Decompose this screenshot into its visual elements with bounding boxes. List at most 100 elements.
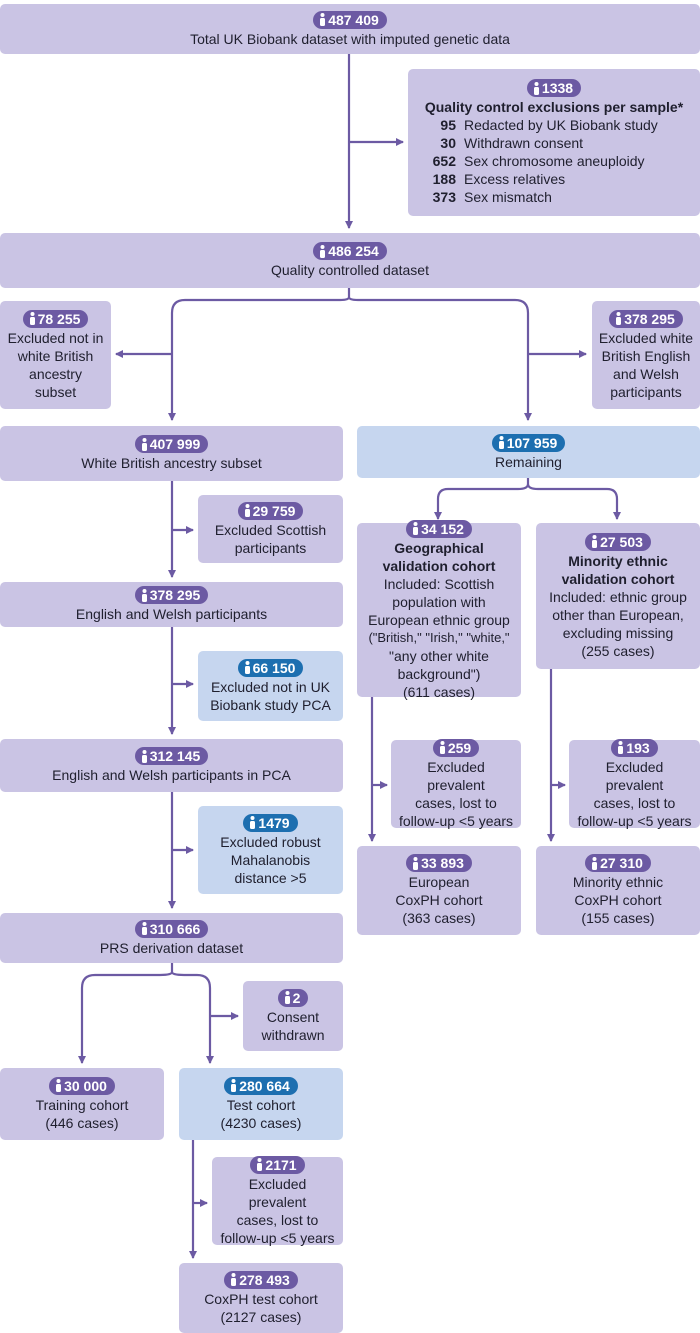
node-qc-dataset: 486 254 Quality controlled dataset [0,233,700,288]
count-value: 278 493 [239,1271,290,1288]
node-label: Excluded prevalent [248,1175,307,1210]
node-title: Quality control exclusions per sample* [424,99,684,115]
node-label: (446 cases) [45,1114,119,1131]
count-value: 29 759 [252,502,296,519]
person-icon [250,816,256,829]
person-icon [29,312,35,325]
person-icon [231,1079,237,1092]
node-prs-derivation: 310 666 PRS derivation dataset [0,913,343,963]
node-label: Excluded Scottish [214,521,327,538]
node-label: withdrawn [261,1026,325,1043]
node-label: cases, lost to [236,1211,319,1228]
count-value: 487 409 [328,11,379,28]
node-excluded-scottish: 29 759 Excluded Scottish participants [198,495,343,563]
count-value: 310 666 [149,920,201,937]
node-label: Excluded robust [220,833,321,850]
node-qc-exclusions: 1338 Quality control exclusions per samp… [408,69,700,216]
node-label: CoxPH cohort [395,892,483,908]
arrow-split-left [168,288,351,421]
count-badge: 33 893 [406,854,472,872]
node-label: CoxPH test cohort [204,1290,318,1307]
node-label: excluding missing [562,624,674,641]
qc-count: 188 [432,171,456,187]
count-badge: 259 [432,738,480,757]
node-label: English and Welsh participants in PCA [52,767,291,783]
count-badge: 312 145 [134,747,209,765]
arrow-remaining-split-right [526,483,621,520]
count-value: 193 [626,739,650,756]
count-badge: 486 254 [313,242,387,260]
count-value: 378 295 [149,587,201,603]
count-badge: 407 999 [134,435,209,453]
person-icon [141,437,147,451]
count-value: 259 [447,739,472,756]
count-badge: 27 503 [585,532,651,551]
node-label: participants [610,383,682,400]
node-label: (611 cases) [402,683,476,700]
qc-reason: Redacted by UK Biobank study [464,117,658,133]
count-badge: 27 310 [585,854,651,872]
node-label: participants [234,539,307,556]
person-icon [616,312,622,325]
node-label: Consent [266,1008,320,1025]
node-label: ancestry [29,365,82,382]
person-icon [284,991,290,1004]
node-english-welsh: 378 295 English and Welsh participants [0,582,343,627]
node-coxph-test-cohort: 278 493 CoxPH test cohort (2127 cases) [179,1263,343,1333]
count-value: 27 310 [600,855,643,871]
qc-count: 95 [440,117,456,133]
node-label: distance >5 [234,869,307,886]
node-label: European [408,874,470,890]
arrow-remaining-split-left [434,475,530,520]
person-icon [592,535,598,548]
count-value: 407 999 [149,436,201,452]
node-label: Excluded prevalent [605,758,664,793]
node-label: cases, lost to [593,794,676,811]
node-excluded-wb-english-welsh: 378 295 Excluded white British English a… [592,301,700,409]
count-value: 30 000 [64,1077,107,1094]
node-label: follow-up <5 years [398,812,513,829]
node-label: PRS derivation dataset [99,939,244,956]
node-label: Excluded prevalent [427,758,485,793]
count-badge: 487 409 [313,10,387,29]
count-badge: 280 664 [224,1076,298,1095]
arrow-prs-to-training [78,963,174,1064]
count-badge: 1338 [526,79,582,97]
person-icon [413,856,419,870]
node-label: (155 cases) [581,910,655,926]
count-value: 312 145 [149,748,201,764]
count-value: 34 152 [421,520,464,537]
qc-count: 652 [432,153,456,169]
node-label: Minority ethnic [572,874,664,890]
qc-count: 373 [432,189,456,205]
count-value: 66 150 [252,659,296,676]
node-label: Quality controlled dataset [271,262,429,278]
count-value: 1479 [258,814,290,831]
qc-reason: Sex mismatch [464,189,552,205]
node-label: white British [17,347,94,364]
node-training-cohort: 30 000 Training cohort (446 cases) [0,1068,164,1140]
qc-reason: Sex chromosome aneuploidy [464,153,645,169]
person-icon [56,1079,62,1092]
node-excluded-prevalent-test: 2171 Excluded prevalent cases, lost to f… [212,1155,343,1246]
count-value: 486 254 [328,243,379,259]
person-icon [244,661,250,674]
node-label: ("British," "Irish," "white," [368,629,510,645]
node-excluded-not-in-pca: 66 150 Excluded not in UK Biobank study … [198,651,343,721]
count-value: 2 [292,989,301,1006]
node-minority-coxph: 27 310 Minority ethnic CoxPH cohort (155… [536,846,700,935]
node-label: Excluded not in UK [210,678,331,695]
node-label: White British ancestry subset [81,455,262,471]
node-geographical-validation: 34 152 Geographical validation cohort In… [357,519,521,700]
node-label: cases, lost to [415,794,497,811]
person-icon [141,922,147,935]
node-consent-withdrawn: 2 Consent withdrawn [243,981,343,1051]
node-label: English and Welsh participants [75,606,268,622]
count-badge: 29 759 [237,501,304,520]
node-title: Minority ethnic [568,552,668,569]
count-badge: 30 000 [49,1076,115,1095]
node-label: follow-up <5 years [577,812,692,829]
qc-reason: Withdrawn consent [464,135,584,151]
node-excluded-prevalent-geo: 259 Excluded prevalent cases, lost to fo… [391,738,521,829]
person-icon [231,1273,237,1286]
